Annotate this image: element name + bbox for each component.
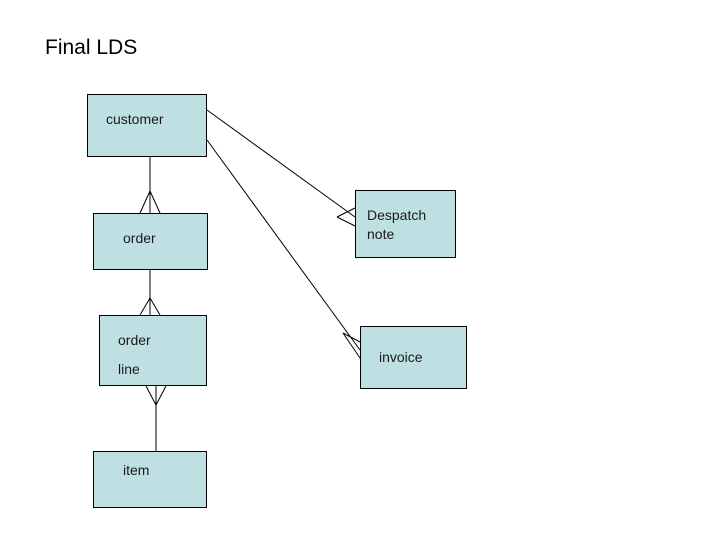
relationship-customer-despatch <box>206 109 356 227</box>
entity-customer <box>87 94 207 157</box>
entity-order-line-label-1: order <box>118 332 151 348</box>
entity-item <box>93 451 207 508</box>
entity-order <box>93 213 208 270</box>
entity-customer-label: customer <box>106 111 164 127</box>
relationship-order-orderline <box>139 270 161 316</box>
entity-order-line <box>99 315 207 386</box>
entity-despatch-note-label-1: Despatch <box>367 207 427 223</box>
entity-item-label: item <box>123 462 150 478</box>
relationship-item-orderline <box>145 385 167 451</box>
entity-order-line-label-2: line <box>118 361 140 377</box>
relationship-customer-order <box>139 157 161 214</box>
diagram-title: Final LDS <box>45 36 138 59</box>
entity-despatch-note <box>355 190 456 258</box>
entity-despatch-note-label-2: note <box>367 226 395 242</box>
entity-invoice-label: invoice <box>379 349 423 365</box>
relationship-customer-invoice <box>206 139 361 359</box>
entity-order-label: order <box>123 230 156 246</box>
entity-invoice <box>360 326 467 389</box>
